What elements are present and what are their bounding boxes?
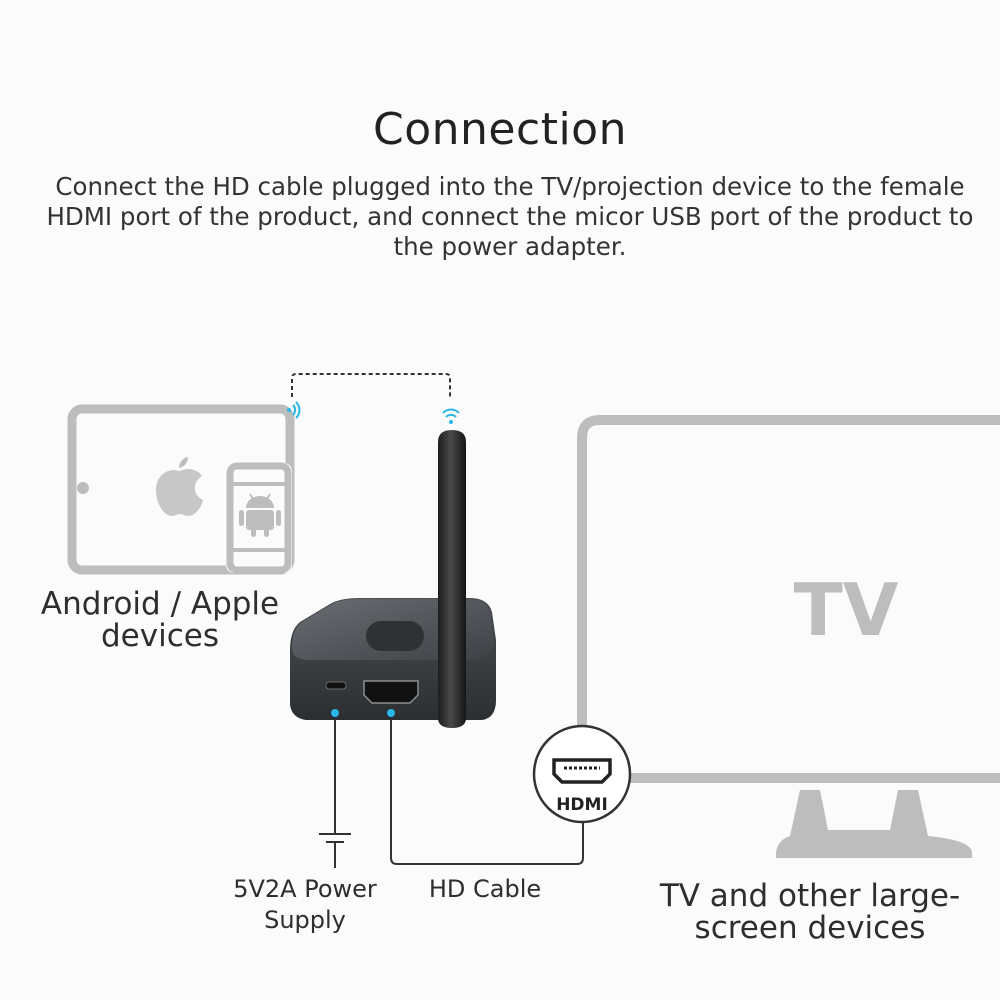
product-logo-badge [366,621,424,651]
tv-screen-text: TV [794,568,899,652]
usb-indicator-dot [331,709,339,717]
hdmi-port-icon [552,758,612,784]
hdmi-badge-label: HDMI [556,795,608,815]
antenna [438,430,466,728]
micro-usb-port [325,681,347,690]
tv-devices-label: TV and other large-screen devices [659,878,961,946]
android-logo-icon [239,493,281,537]
wifi-signal-right-icon [442,408,460,424]
tv-illustration [577,415,1000,858]
tv-frame [577,415,1000,783]
tv-stand [776,790,972,858]
hdmi-indicator-dot [387,709,395,717]
page-description: Connect the HD cable plugged into the TV… [46,172,974,261]
wifi-signal-left-icon [287,401,301,419]
apple-logo-icon [156,457,203,516]
devices-label: Android / Apple devices [40,586,280,654]
page-title: Connection [373,104,627,155]
hd-cable-line [390,720,584,865]
hdmi-badge [532,724,632,824]
hd-cable-label: HD Cable [428,875,542,903]
wireless-link-line [291,373,451,397]
power-supply-label: 5V2A Power Supply [233,875,377,934]
hdmi-port [363,680,419,704]
wireless-receiver-product [290,430,496,728]
